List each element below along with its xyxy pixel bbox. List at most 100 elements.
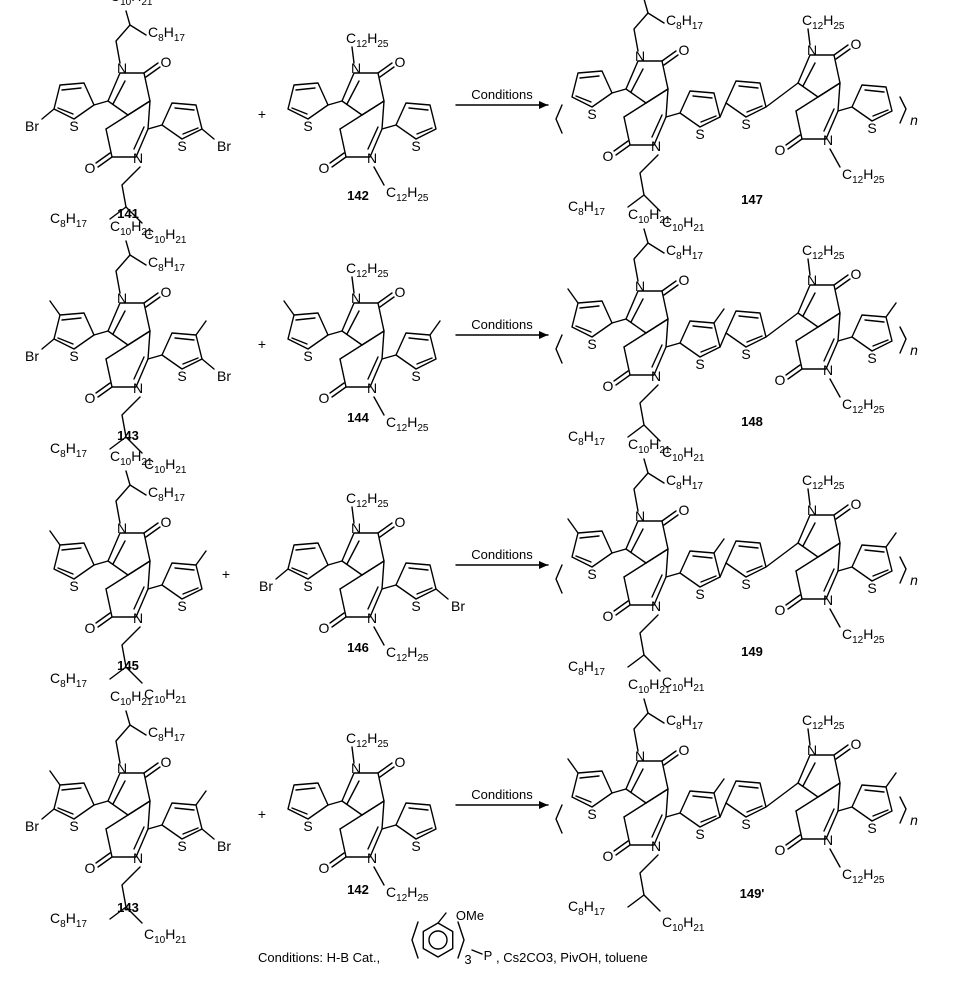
- compound-label: 149: [741, 644, 763, 659]
- compound-label: 146: [347, 640, 369, 655]
- nitrogen-label: N: [133, 610, 143, 626]
- compound-label: 147: [741, 192, 763, 207]
- nitrogen-label: N: [133, 380, 143, 396]
- oxygen-label: O: [851, 266, 862, 282]
- nitrogen-label: N: [635, 508, 645, 524]
- oxygen-label: O: [319, 390, 330, 406]
- nitrogen-label: N: [807, 42, 817, 58]
- nitrogen-label: N: [651, 598, 661, 614]
- sulfur-label: S: [69, 348, 78, 364]
- nitrogen-label: N: [133, 850, 143, 866]
- bromine-label: Br: [25, 818, 39, 834]
- nitrogen-label: N: [351, 760, 361, 776]
- conditions-text: Conditions: [471, 787, 533, 802]
- sulfur-label: S: [695, 126, 704, 142]
- c12h25-label: C12H25: [842, 626, 885, 646]
- oxygen-label: O: [775, 842, 786, 858]
- sulfur-label: S: [867, 580, 876, 596]
- sulfur-label: S: [303, 818, 312, 834]
- c8h17-label: C8H17: [148, 724, 185, 744]
- nitrogen-label: N: [117, 520, 127, 536]
- sulfur-label: S: [695, 826, 704, 842]
- sulfur-label: S: [303, 348, 312, 364]
- oxygen-label: O: [603, 148, 614, 164]
- c10h21-label: C10H21: [110, 0, 153, 8]
- compound-label: 149': [740, 886, 765, 901]
- bromine-label: Br: [217, 138, 231, 154]
- repeat-n-label: n: [910, 342, 918, 358]
- sulfur-label: S: [867, 820, 876, 836]
- oxygen-label: O: [395, 284, 406, 300]
- plus-sign: +: [258, 106, 266, 122]
- sulfur-label: S: [177, 838, 186, 854]
- c12h25-label: C12H25: [842, 396, 885, 416]
- nitrogen-label: N: [823, 132, 833, 148]
- sulfur-label: S: [69, 578, 78, 594]
- conditions-text: Conditions: [471, 547, 533, 562]
- product-polymer: OONNSC10H21C8H17C8H17C10H21SSOONNC12H25C…: [555, 436, 918, 694]
- oxygen-label: O: [775, 142, 786, 158]
- c10h21-label: C10H21: [110, 218, 153, 238]
- phosphorus-label: P: [484, 948, 493, 963]
- c12h25-label: C12H25: [386, 184, 429, 204]
- ome-label: OMe: [456, 908, 484, 923]
- nitrogen-label: N: [351, 290, 361, 306]
- conditions-text: Conditions: [471, 87, 533, 102]
- c8h17-label: C8H17: [666, 12, 703, 32]
- oxygen-label: O: [319, 860, 330, 876]
- c8h17-label: C8H17: [568, 658, 605, 678]
- nitrogen-label: N: [651, 838, 661, 854]
- oxygen-label: O: [775, 602, 786, 618]
- repeat-n-label: n: [910, 112, 918, 128]
- subscript-three: 3: [464, 952, 471, 967]
- c10h21-label: C10H21: [144, 686, 187, 706]
- c10h21-label: C10H21: [662, 214, 705, 234]
- oxygen-label: O: [851, 36, 862, 52]
- c10h21-label: C10H21: [662, 444, 705, 464]
- conditions-footer-prefix: Conditions: H-B Cat.,: [258, 950, 380, 965]
- nitrogen-label: N: [807, 272, 817, 288]
- oxygen-label: O: [161, 514, 172, 530]
- bromine-label: Br: [217, 368, 231, 384]
- compound-label: 145: [117, 658, 139, 673]
- oxygen-label: O: [603, 608, 614, 624]
- oxygen-label: O: [85, 620, 96, 636]
- c8h17-label: C8H17: [148, 24, 185, 44]
- c12h25-label: C12H25: [802, 12, 845, 32]
- c8h17-label: C8H17: [666, 472, 703, 492]
- sulfur-label: S: [177, 368, 186, 384]
- aromatic-circle: [428, 930, 448, 950]
- sulfur-label: S: [741, 346, 750, 362]
- sulfur-label: S: [177, 138, 186, 154]
- bromine-label: Br: [451, 598, 465, 614]
- nitrogen-label: N: [823, 362, 833, 378]
- c12h25-label: C12H25: [386, 414, 429, 434]
- sulfur-label: S: [303, 118, 312, 134]
- oxygen-label: O: [679, 272, 690, 288]
- nitrogen-label: N: [807, 502, 817, 518]
- arrow-head: [539, 801, 548, 809]
- c10h21-label: C10H21: [110, 688, 153, 708]
- c12h25-label: C12H25: [842, 866, 885, 886]
- c8h17-label: C8H17: [148, 484, 185, 504]
- oxygen-label: O: [679, 742, 690, 758]
- sulfur-label: S: [587, 106, 596, 122]
- c10h21-label: C10H21: [110, 448, 153, 468]
- oxygen-label: O: [851, 736, 862, 752]
- bromine-label: Br: [259, 578, 273, 594]
- oxygen-label: O: [319, 620, 330, 636]
- c10h21-label: C10H21: [144, 456, 187, 476]
- sulfur-label: S: [587, 336, 596, 352]
- oxygen-label: O: [395, 754, 406, 770]
- oxygen-label: O: [161, 284, 172, 300]
- sulfur-label: S: [69, 818, 78, 834]
- sulfur-label: S: [411, 138, 420, 154]
- c10h21-label: C10H21: [662, 674, 705, 694]
- c10h21-label: C10H21: [628, 436, 671, 456]
